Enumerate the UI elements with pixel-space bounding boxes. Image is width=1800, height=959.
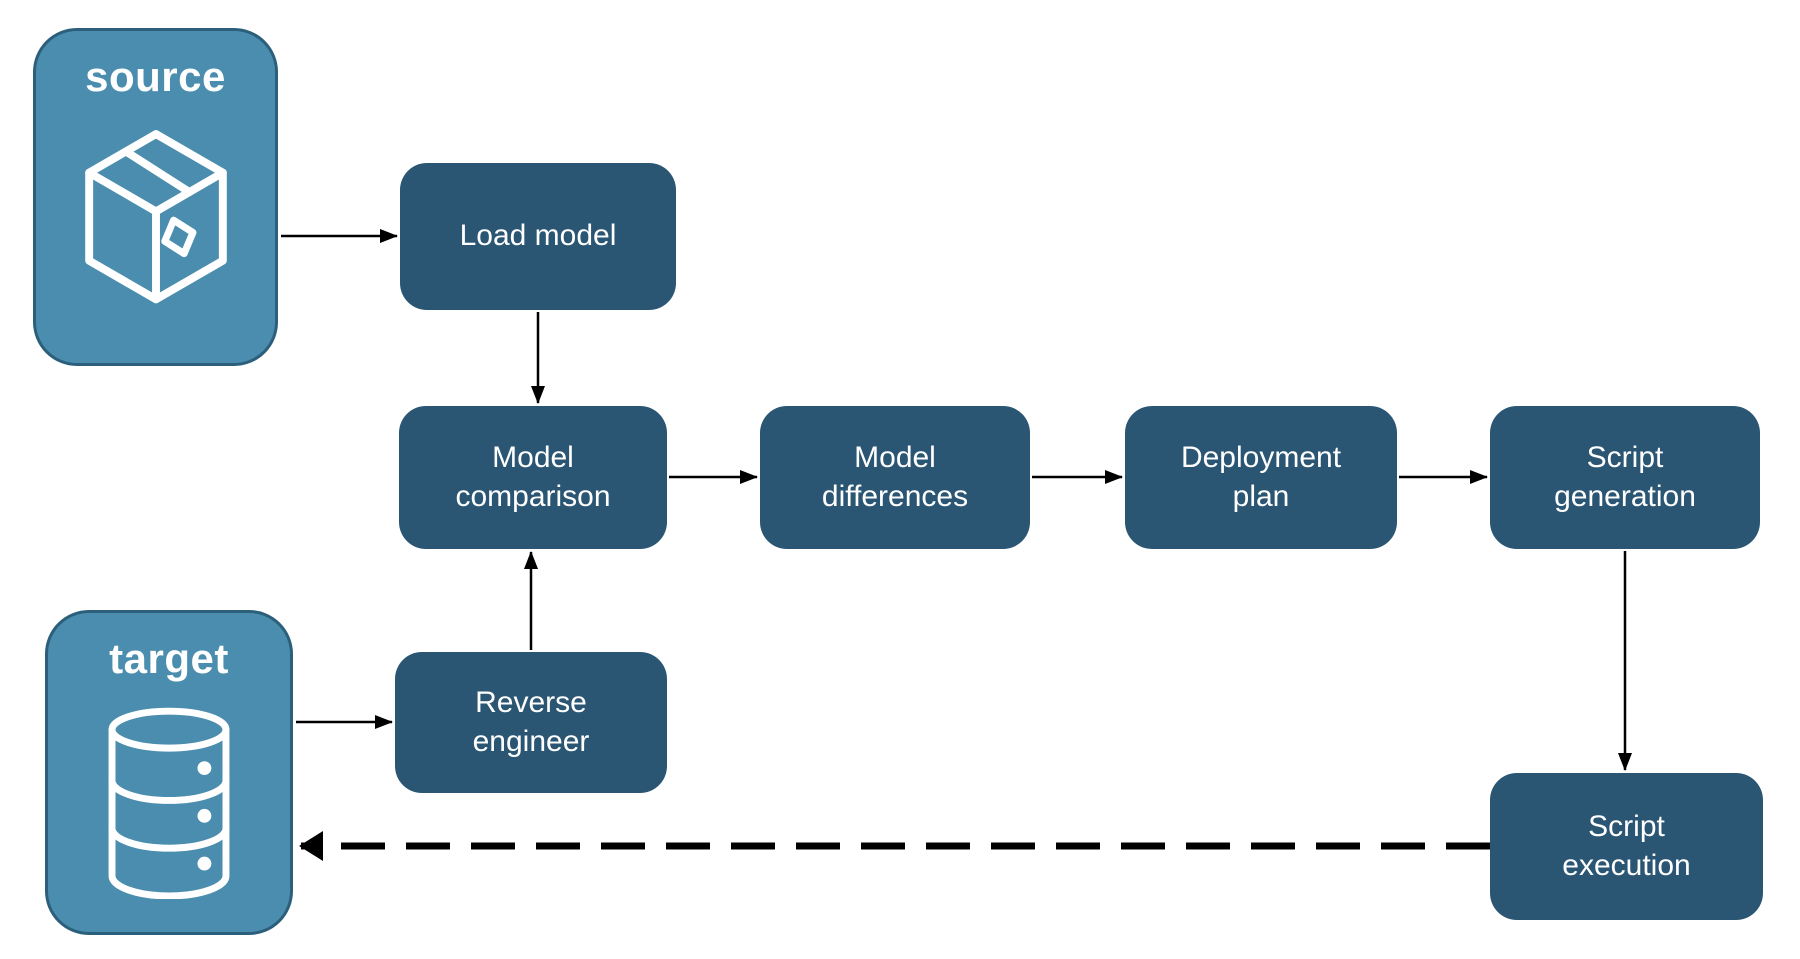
node-reverse-engineer-label: Reverse engineer: [472, 686, 590, 758]
node-script-generation-label: Script generation: [1554, 441, 1696, 513]
source-container: source: [33, 28, 278, 366]
node-script-execution-label: Script execution: [1562, 810, 1691, 882]
node-load-model: Load model: [400, 163, 676, 310]
node-deployment-plan-label: Deployment plan: [1180, 441, 1342, 513]
source-label: source: [85, 53, 226, 100]
database-icon: [108, 707, 230, 899]
node-script-execution: Script execution: [1490, 773, 1763, 920]
target-label: target: [109, 635, 229, 682]
node-model-differences-label: Model differences: [821, 441, 969, 513]
package-icon: [84, 130, 227, 304]
node-model-comparison-label: Model comparison: [455, 441, 611, 513]
node-model-differences: Model differences: [760, 406, 1030, 549]
node-load-model-label: Load model: [459, 219, 617, 253]
node-deployment-plan: Deployment plan: [1125, 406, 1397, 549]
node-script-generation: Script generation: [1490, 406, 1760, 549]
target-container: target: [45, 610, 293, 935]
node-model-comparison: Model comparison: [399, 406, 667, 549]
node-reverse-engineer: Reverse engineer: [395, 652, 667, 793]
